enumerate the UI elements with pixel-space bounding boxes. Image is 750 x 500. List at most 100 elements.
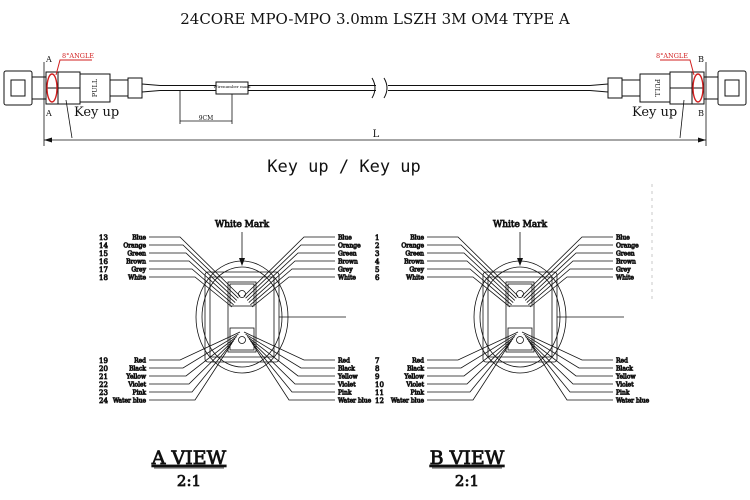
fiber-leader [149,260,236,303]
fiber-leader [521,331,613,361]
cable-assembly [3,59,747,146]
end-a-letter-top: A [45,55,52,64]
fiber-array [227,281,257,353]
left-angle-leader [55,59,92,76]
fiber-leader [529,276,613,308]
fiber-leader [427,331,519,361]
right-dust-cap [717,70,747,106]
fiber-color-label: Yellow [615,374,636,381]
fiber-number: 11 [375,389,384,397]
key-orientation-subtitle: Key up / Key up [267,157,421,177]
fiber-leader [149,268,234,306]
fiber-leader [149,276,233,308]
fiber-color-label: Red [412,358,424,365]
fiber-leader [248,338,335,385]
fiber-leader [149,331,241,361]
fiber-number: 17 [99,266,108,274]
right-pull-label: PULL [653,79,661,98]
wire-mark-label: Wirenumber mark [213,84,251,89]
fiber-color-label: Violet [127,382,146,389]
fiber-leader [524,336,613,377]
right-angle-label: 8°ANGLE [656,52,688,60]
ferrule-inner-body [209,276,275,358]
fiber-number: 19 [99,357,108,365]
fiber-array [505,281,535,353]
fiber-color-label: Orange [616,243,639,250]
fiber-color-label: Blue [616,235,630,242]
fiber-number: 14 [99,242,108,250]
fiber-number: 9 [375,373,379,381]
left-connector-latch [79,73,111,103]
left-key-up-label: Key up [74,105,119,120]
cable-break-left [371,77,376,99]
fiber-color-label: White [338,275,356,282]
fiber-number: 6 [375,274,380,282]
fiber-color-label: Brown [126,259,146,266]
fiber-color-label: Pink [338,390,352,397]
fiber-color-label: Brown [616,259,636,266]
end-a-letter-bottom: A [45,109,52,118]
white-mark-arrowhead [239,258,245,266]
right-angle-leader [660,59,695,76]
fiber-color-label: Orange [338,243,361,250]
fiber-color-label: Grey [338,267,353,274]
fiber-leader [149,333,239,369]
fiber-number: 23 [99,389,108,397]
fiber-color-label: Grey [616,267,631,274]
fiber-color-label: Violet [337,382,356,389]
fiber-number: 22 [99,381,108,389]
fiber-color-label: White [616,275,634,282]
fiber-color-label: Red [134,358,146,365]
fiber-color-label: Red [338,358,350,365]
view-scale: 2:1 [177,472,201,490]
left-angle-ellipse [46,73,58,103]
fiber-number: 3 [375,250,379,258]
upper-guide-block [229,283,255,307]
fiber-leader [523,244,613,299]
fiber-color-label: Orange [123,243,146,250]
fiber-color-label: Yellow [337,374,358,381]
fiber-leader [528,340,613,393]
fiber-leader [529,342,613,401]
fiber-leader [427,336,516,377]
fiber-number: 5 [375,266,379,274]
fiber-leader [526,260,613,303]
fiber-number: 16 [99,258,108,266]
fiber-color-label: White [128,275,146,282]
fiber-color-label: Yellow [403,374,424,381]
left-dust-cap [3,70,33,106]
fiber-leader [427,268,512,306]
right-boot [607,77,623,99]
fiber-number: 20 [99,365,108,373]
white-mark-label: White Mark [493,220,548,230]
drawing-title: 24CORE MPO-MPO 3.0mm LSZH 3M OM4 TYPE A [180,10,570,28]
fiber-leader [149,338,236,385]
fiber-number: 15 [99,250,108,258]
fiber-leader [521,236,613,297]
left-angle-label: 8°ANGLE [62,52,94,60]
fiber-number: 1 [375,234,379,242]
fiber-leader [149,342,233,401]
right-cap-slot [724,79,740,97]
fiber-color-label: Water blue [391,398,425,405]
fiber-leader [526,338,613,385]
guide-pin-hole-top [238,290,246,298]
end-face-views: White MarkBlue13Orange14Green15Brown16Gr… [99,220,650,491]
fiber-leader [427,342,511,401]
fiber-color-label: Brown [404,259,424,266]
fiber-color-label: Black [616,366,633,373]
fiber-color-label: Water blue [113,398,147,405]
fiber-color-label: Blue [132,235,146,242]
fiber-number: 12 [375,397,384,405]
fiber-leader [427,333,517,369]
ferrule-inner-body [487,276,553,358]
fiber-color-label: Green [338,251,357,258]
fiber-color-label: Pink [411,390,425,397]
fiber-number: 13 [99,234,108,242]
fiber-color-label: Water blue [616,398,650,405]
fiber-leader [149,252,238,301]
fiber-color-label: Black [338,366,355,373]
fiber-leader [250,268,335,306]
fiber-leader [246,252,335,301]
